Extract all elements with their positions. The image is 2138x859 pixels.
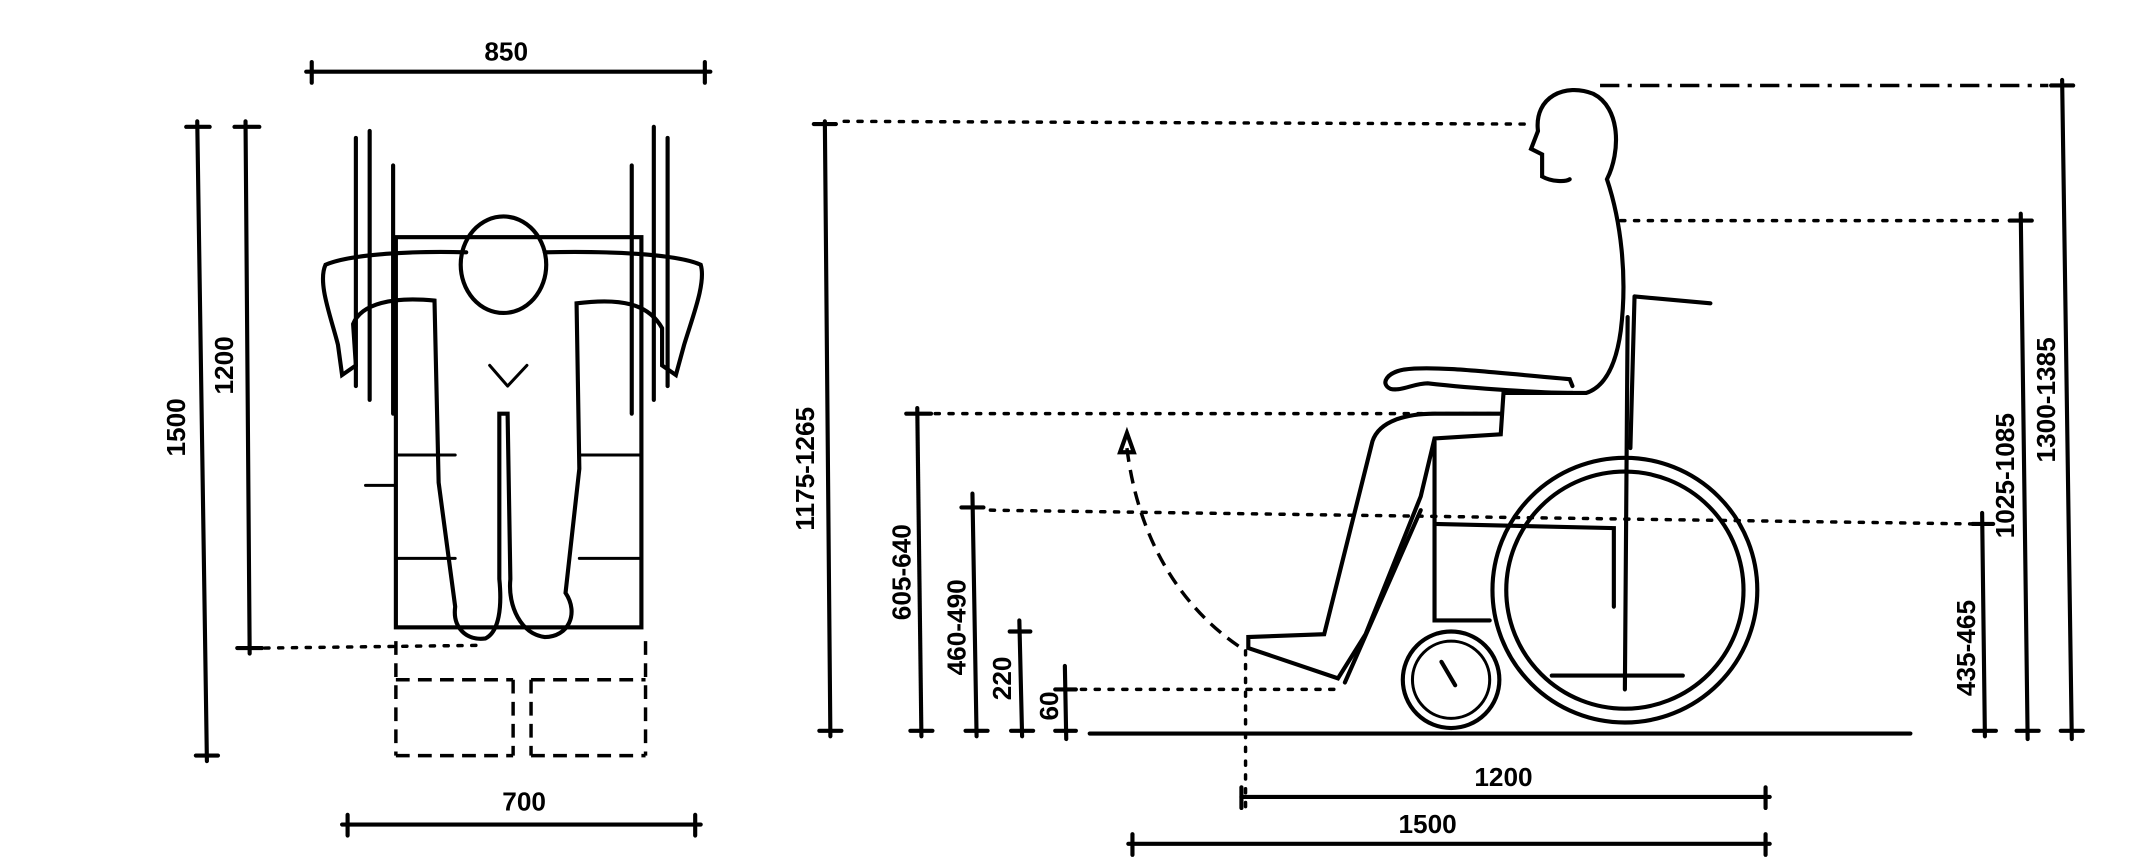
label-700: 700 [502,787,546,817]
side-view: 1175-1265 605-640 460-490 220 60 [790,77,2085,857]
front-view: 850 1500 1200 700 [161,37,713,838]
dimension-850: 850 [304,37,713,85]
dimension-1200-front: 1200 [209,119,485,656]
label-1200-front: 1200 [209,336,239,394]
dimension-460-490: 460-490 [942,491,1977,739]
dimension-60: 60 [1034,663,1340,742]
person-front [320,214,704,641]
dimension-1500-side: 1500 [1126,809,1772,857]
label-220: 220 [987,657,1017,701]
dimension-1300-1385: 1300-1385 [1600,77,2085,742]
label-605-640: 605-640 [886,524,916,620]
wheelchair-side [1342,294,1760,731]
label-1300-1385: 1300-1385 [2031,337,2061,462]
dimension-1175-1265: 1175-1265 [790,119,1533,739]
dimension-605-640: 605-640 [886,406,1499,739]
dimension-700: 700 [340,787,703,838]
dimension-1500-front: 1500 [161,119,221,764]
label-1025-1085: 1025-1085 [1990,413,2020,538]
label-435-465: 435-465 [1951,600,1981,696]
label-460-490: 460-490 [942,579,972,675]
dimension-1200-side: 1200 [1239,649,1772,811]
label-1500-side: 1500 [1398,809,1456,839]
footrest-swing-arc [1117,426,1243,650]
label-1175-1265: 1175-1265 [790,407,820,531]
dimension-1025-1085: 1025-1085 [1619,211,2041,742]
person-side [1246,88,1626,681]
label-1500-front: 1500 [161,398,191,456]
dimension-220: 220 [987,618,1036,739]
dimension-435-465: 435-465 [1951,510,1998,739]
label-850: 850 [484,37,528,67]
label-1200-side: 1200 [1474,762,1532,792]
wheelchair-front [353,124,670,758]
label-60: 60 [1034,691,1064,720]
